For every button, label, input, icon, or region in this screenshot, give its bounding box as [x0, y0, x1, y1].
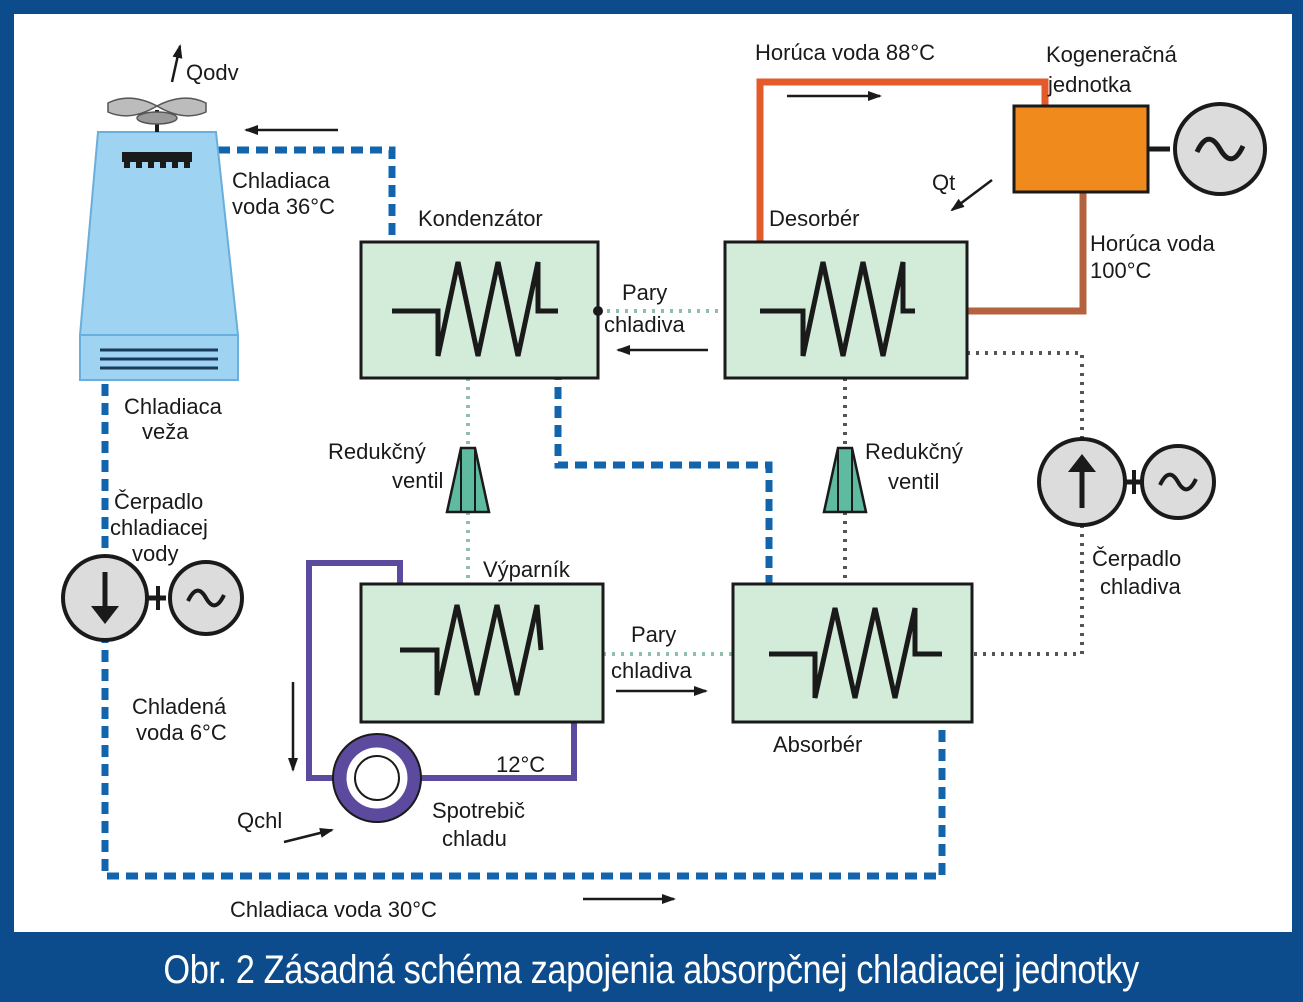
- solution-line-pump-absorber: [972, 525, 1084, 656]
- ac-generator-icon: [1140, 444, 1216, 520]
- pump-water-label-2: chladiacej: [110, 515, 208, 540]
- cooling-water-36-label-2: voda 36°C: [232, 194, 335, 219]
- expansion-valve-icon: [822, 446, 868, 514]
- pump-icon: [61, 554, 149, 642]
- cooling-tower: [78, 131, 240, 381]
- cooling-water-36-label-1: Chladiaca: [232, 168, 331, 193]
- ac-generator-icon: [1173, 102, 1267, 196]
- expansion-valve-icon: [445, 446, 491, 514]
- fan-icon: [107, 97, 207, 132]
- refrigerant-vapor-bottom-label-2: chladiva: [611, 658, 692, 683]
- pump-water-label-1: Čerpadlo: [114, 489, 203, 514]
- condenser-label: Kondenzátor: [418, 206, 543, 231]
- desorber-coil: [760, 261, 915, 357]
- tower-label-2: veža: [142, 419, 189, 444]
- qchl-arrow: [283, 828, 334, 844]
- valve-left-label-1: Redukčný: [328, 439, 426, 464]
- cogen-label-1: Kogeneračná: [1046, 42, 1178, 67]
- valve-left-detail: [460, 448, 476, 512]
- pump-icon: [1037, 437, 1127, 527]
- valve-right-label-1: Redukčný: [865, 439, 963, 464]
- desorber-label: Desorbér: [769, 206, 859, 231]
- qt-label: Qt: [932, 170, 955, 195]
- cogen-label-2: jednotka: [1047, 72, 1132, 97]
- solution-line-desorber-pump: [967, 351, 1084, 440]
- qchl-label: Qchl: [237, 808, 282, 833]
- temp-12-label: 12°C: [496, 752, 545, 777]
- condenser-coil: [392, 261, 558, 357]
- refrigerant-vapor-top-label-1: Pary: [622, 280, 667, 305]
- pump-refrigerant-label-1: Čerpadlo: [1092, 546, 1181, 571]
- valve-right-detail: [837, 448, 853, 512]
- absorber-label: Absorbér: [773, 732, 862, 757]
- pump-refrigerant-label-2: chladiva: [1100, 574, 1181, 599]
- consumer-label-2: chladu: [442, 826, 507, 851]
- hot-water-88-label: Horúca voda 88°C: [755, 40, 935, 65]
- valve-left-label-2: ventil: [392, 468, 443, 493]
- qt-arrow: [950, 179, 993, 212]
- chilled-water-label-1: Chladená: [132, 694, 227, 719]
- condenser-port: [593, 306, 603, 316]
- refrigerant-vapor-bottom-label-1: Pary: [631, 622, 676, 647]
- hot-water-100-label-2: 100°C: [1090, 258, 1152, 283]
- ac-generator-icon: [168, 560, 244, 636]
- refrigerant-vapor-top-label-2: chladiva: [604, 312, 685, 337]
- caption-bar: Obr. 2 Zásadná schéma zapojenia absorpčn…: [0, 938, 1303, 1002]
- qodv-arrow: [170, 44, 183, 83]
- cold-consumer: [332, 733, 422, 823]
- cooling-water-36-pipe: [218, 146, 396, 311]
- absorber-coil: [769, 607, 942, 699]
- pump-water-label-3: vody: [132, 541, 178, 566]
- evaporator-box: [359, 582, 605, 724]
- figure-caption: Obr. 2 Zásadná schéma zapojenia absorpčn…: [163, 947, 1140, 992]
- valve-right-label-2: ventil: [888, 469, 939, 494]
- cooling-water-condenser-absorber-pipe: [554, 311, 773, 654]
- hot-water-88-pipe: [756, 78, 1049, 311]
- qodv-label: Qodv: [186, 60, 239, 85]
- consumer-label-1: Spotrebič: [432, 798, 525, 823]
- hot-water-100-label-1: Horúca voda: [1090, 231, 1216, 256]
- cooling-water-30-label: Chladiaca voda 30°C: [230, 897, 437, 922]
- evaporator-coil: [400, 604, 544, 696]
- chilled-water-label-2: voda 6°C: [136, 720, 227, 745]
- evaporator-label: Výparník: [483, 557, 571, 582]
- cogeneration-unit: [1012, 104, 1150, 194]
- tower-label-1: Chladiaca: [124, 394, 223, 419]
